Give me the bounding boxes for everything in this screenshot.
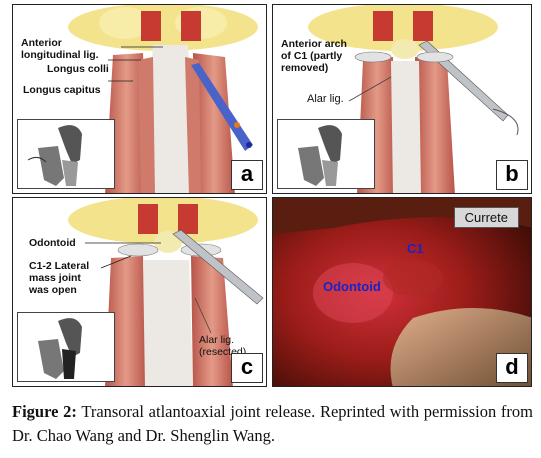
- sagittal-inset-c: [17, 312, 115, 382]
- panel-letter-a: a: [231, 160, 263, 190]
- panel-letter-d: d: [496, 353, 528, 383]
- sagittal-inset-b: [277, 119, 375, 189]
- caption-head: Figure 2:: [12, 402, 77, 421]
- sagittal-inset-a: [17, 119, 115, 189]
- label-longus-colli: Longus colli: [47, 63, 109, 75]
- label-odontoid-photo: Odontoid: [323, 279, 381, 294]
- panel-letter-c: c: [231, 353, 263, 383]
- label-c1-photo: C1: [407, 241, 424, 256]
- label-odontoid-c: Odontoid: [29, 237, 76, 249]
- label-longus-capitus: Longus capitus: [23, 84, 101, 96]
- label-currete: Currete: [453, 207, 519, 228]
- anatomy-illustration-b: [308, 5, 519, 193]
- label-alar-lig-b: Alar lig.: [307, 93, 344, 105]
- anatomy-illustration-a: [68, 5, 258, 193]
- figure-caption: Figure 2: Transoral atlantoaxial joint r…: [12, 400, 533, 448]
- panel-letter-b: b: [496, 160, 528, 190]
- surgical-photo: [273, 198, 531, 386]
- panel-d: Currete C1 Odontoid d: [272, 197, 532, 387]
- caption-text: Transoral atlantoaxial joint release. Re…: [12, 402, 533, 445]
- anatomy-illustration-c: [68, 198, 264, 386]
